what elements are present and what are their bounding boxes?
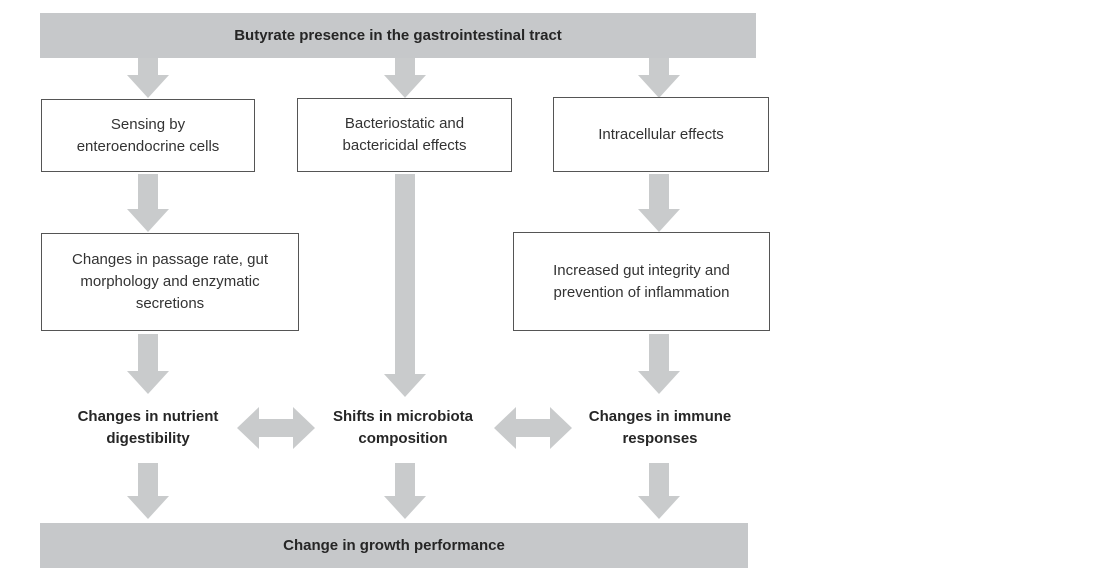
down-arrow-icon	[127, 334, 169, 394]
double-arrow-icon	[237, 407, 315, 449]
box-passage-rate-morphology: Changes in passage rate, gut morphology …	[41, 233, 299, 331]
label-immune-responses: Changes in immune responses	[560, 406, 760, 450]
label-nutrient-digestibility: Changes in nutrient digestibility	[48, 406, 248, 450]
label-text-line: Changes in immune	[588, 408, 732, 425]
box-gut-integrity-inflammation: Increased gut integrity and prevention o…	[513, 232, 770, 331]
double-arrow-icon	[494, 407, 572, 449]
label-text-line: Shifts in microbiota	[332, 408, 473, 425]
down-arrow-icon	[384, 58, 426, 98]
box-text-line: Bacteriostatic and	[344, 115, 465, 132]
down-arrow-icon	[638, 463, 680, 519]
box-text-line: Sensing by	[110, 115, 186, 133]
label-text-line: responses	[622, 430, 698, 447]
box-bacteriostatic-bactericidal: Bacteriostatic and bactericidal effects	[297, 98, 512, 172]
label-text-line: Changes in nutrient	[77, 408, 219, 425]
top-banner: Butyrate presence in the gastrointestina…	[40, 13, 756, 58]
box-text-line: morphology and enzymatic	[80, 273, 260, 290]
label-text-line: digestibility	[106, 430, 190, 447]
down-arrow-icon	[638, 174, 680, 232]
box-text-line: bactericidal effects	[342, 137, 467, 154]
bottom-banner: Change in growth performance	[40, 523, 748, 568]
down-arrow-long-icon	[384, 174, 426, 397]
box-sensing-enteroendocrine: Sensing by enteroendocrine cells	[41, 99, 255, 172]
box-text-line: enteroendocrine cells	[76, 137, 220, 155]
label-microbiota-composition: Shifts in microbiota composition	[303, 406, 503, 450]
down-arrow-icon	[638, 334, 680, 394]
box-text-line: Increased gut integrity and	[553, 261, 730, 279]
box-text-line: Changes in passage rate, gut	[72, 251, 268, 268]
box-text-line: secretions	[135, 295, 205, 312]
down-arrow-icon	[638, 58, 680, 98]
label-text-line: composition	[358, 430, 448, 447]
box-text-line: prevention of inflammation	[553, 283, 730, 301]
top-banner-label: Butyrate presence in the gastrointestina…	[234, 27, 562, 44]
box-intracellular-effects: Intracellular effects	[553, 97, 769, 172]
down-arrow-icon	[127, 58, 169, 98]
down-arrow-icon	[127, 174, 169, 232]
box-text-line: Intracellular effects	[598, 125, 724, 143]
down-arrow-icon	[127, 463, 169, 519]
down-arrow-icon	[384, 463, 426, 519]
bottom-banner-label: Change in growth performance	[283, 537, 505, 554]
